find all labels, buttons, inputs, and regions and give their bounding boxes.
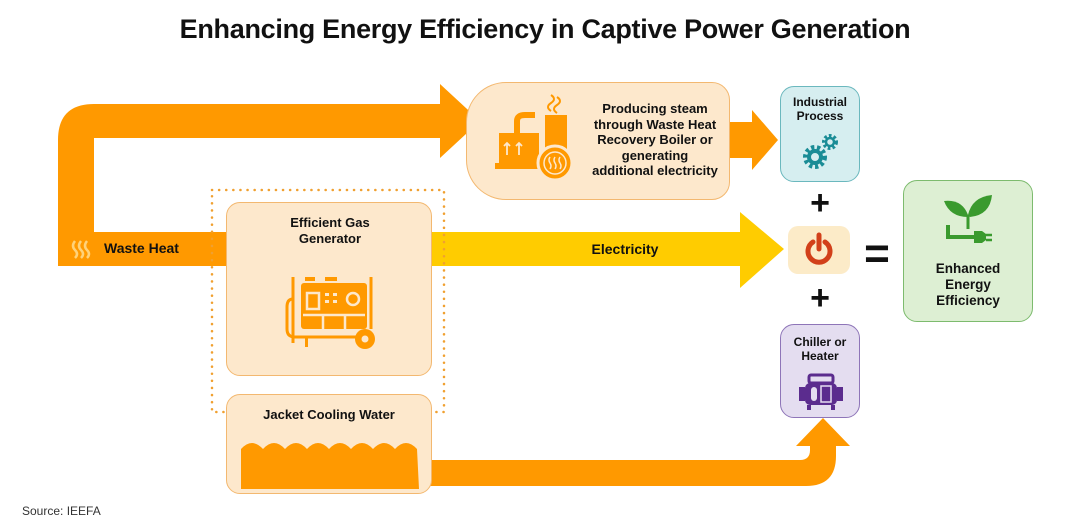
power-icon [805, 232, 833, 265]
electricity-arrow [430, 212, 784, 288]
heat-waves-icon [71, 240, 91, 259]
waste-heat-loop-arrow [58, 84, 480, 266]
plus-operator-top: + [810, 184, 830, 222]
chiller-icon [799, 373, 843, 410]
steam-to-industrial-arrow [728, 110, 778, 170]
chiller-label: Chiller or Heater [793, 335, 847, 364]
electricity-label: Electricity [591, 241, 659, 257]
result-node: Enhanced Energy Efficiency [903, 180, 1033, 322]
water-waves-icon [241, 443, 419, 489]
power-node [788, 226, 850, 274]
waste-heat-node: Waste Heat [66, 236, 216, 262]
industrial-process-label: Industrial Process [792, 95, 847, 124]
chiller-node: Chiller or Heater [780, 324, 860, 418]
result-label: Enhanced Energy Efficiency [935, 261, 1001, 309]
page-title: Enhancing Energy Efficiency in Captive P… [179, 14, 911, 44]
equals-operator: = [864, 229, 890, 278]
steam-recovery-node: Producing steam through Waste Heat Recov… [466, 82, 730, 200]
generator-node: Efficient Gas Generator [226, 202, 432, 376]
jacket-water-label: Jacket Cooling Water [263, 407, 395, 422]
plus-operator-bottom: + [810, 279, 830, 317]
source-note: Source: IEEFA [22, 504, 101, 518]
waste-heat-label: Waste Heat [104, 240, 179, 256]
jacket-water-node: Jacket Cooling Water [226, 394, 432, 494]
industrial-process-node: Industrial Process [780, 86, 860, 182]
boiler-icon [495, 94, 574, 182]
jacket-water-arrow [430, 418, 850, 486]
plant-plug-icon [944, 195, 992, 243]
steam-recovery-label: Producing steam through Waste Heat Recov… [592, 101, 718, 179]
generator-label: Efficient Gas Generator [290, 215, 370, 246]
generator-icon [285, 277, 375, 349]
gears-icon [803, 134, 838, 169]
